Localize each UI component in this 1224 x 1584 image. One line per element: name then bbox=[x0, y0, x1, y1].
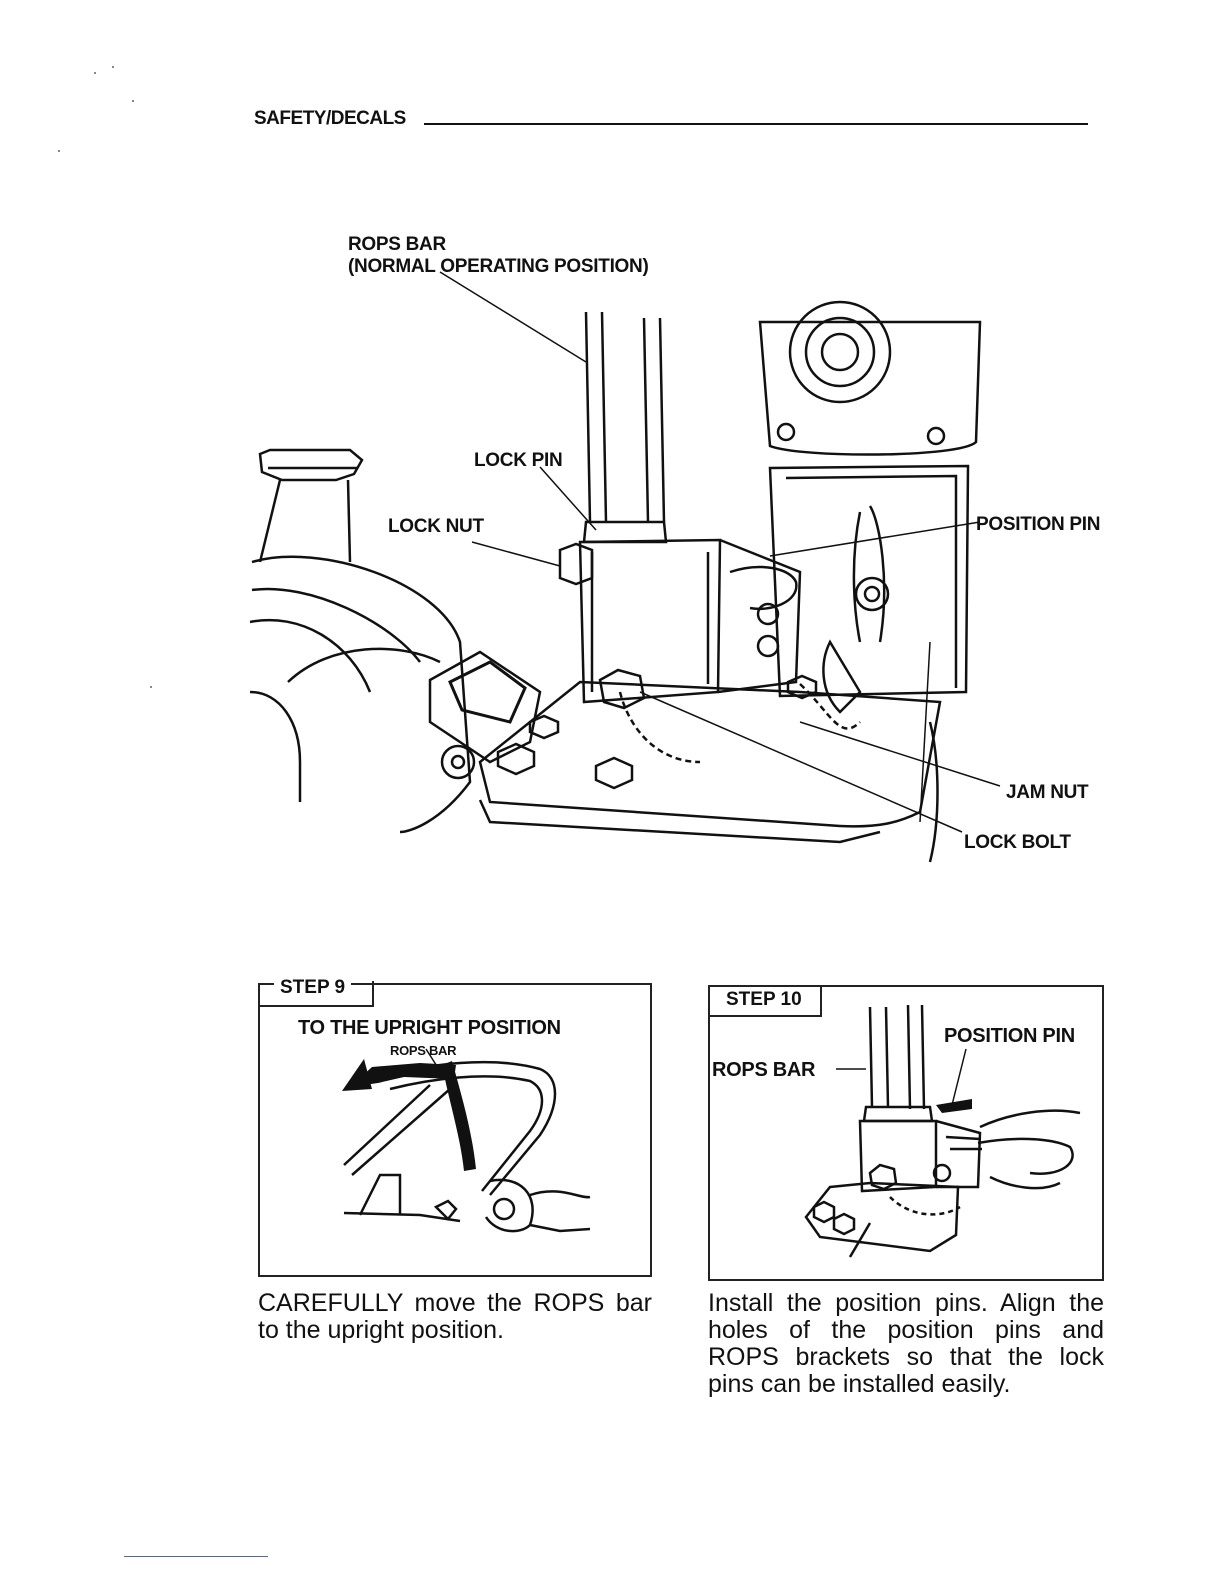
step9-tab-divider bbox=[372, 981, 374, 1005]
step10-tab-divider bbox=[820, 987, 822, 1017]
scan-speck bbox=[112, 66, 114, 68]
label-rops-bar-position: (NORMAL OPERATING POSITION) bbox=[348, 256, 649, 277]
step9-tab: STEP 9 bbox=[274, 977, 352, 999]
step10-caption: Install the position pins. Align the hol… bbox=[708, 1289, 1104, 1398]
step9-illustration bbox=[342, 1048, 591, 1233]
scan-speck bbox=[132, 100, 134, 102]
label-jam-nut: JAM NUT bbox=[1006, 782, 1089, 803]
step9-title: TO THE UPRIGHT POSITION bbox=[298, 1017, 561, 1039]
label-rops-bar: ROPS BAR bbox=[348, 234, 446, 255]
label-lock-nut: LOCK NUT bbox=[388, 516, 484, 537]
label-position-pin: POSITION PIN bbox=[976, 514, 1101, 535]
scan-speck bbox=[150, 686, 152, 688]
label-lock-bolt: LOCK BOLT bbox=[964, 832, 1071, 853]
step10-illustration bbox=[804, 1004, 1081, 1258]
step10-rops-bar-label: ROPS BAR bbox=[712, 1059, 816, 1081]
main-figure: ROPS BAR (NORMAL OPERATING POSITION) LOC… bbox=[240, 222, 1140, 887]
step9-rops-bar-label: ROPS BAR bbox=[390, 1043, 457, 1058]
step9-panel: STEP 9 TO THE UPRIGHT POSITION ROPS BAR bbox=[258, 977, 652, 1277]
label-lock-pin: LOCK PIN bbox=[474, 450, 563, 471]
footer-rule bbox=[124, 1556, 268, 1557]
step10-position-pin-label: POSITION PIN bbox=[944, 1025, 1075, 1047]
scan-speck bbox=[58, 150, 60, 152]
step10-tab-underline bbox=[710, 1015, 822, 1017]
step10-tab: STEP 10 bbox=[720, 989, 808, 1011]
step10-panel: STEP 10 POSITION PIN ROPS BAR bbox=[708, 985, 1104, 1281]
scan-speck bbox=[94, 72, 96, 74]
header-rule bbox=[424, 123, 1088, 125]
step9-tab-underline bbox=[260, 1005, 374, 1007]
page-header: SAFETY/DECALS bbox=[254, 108, 406, 129]
step9-caption: CAREFULLY move the ROPS bar to the uprig… bbox=[258, 1289, 652, 1344]
rops-assembly-illustration bbox=[249, 271, 1001, 863]
